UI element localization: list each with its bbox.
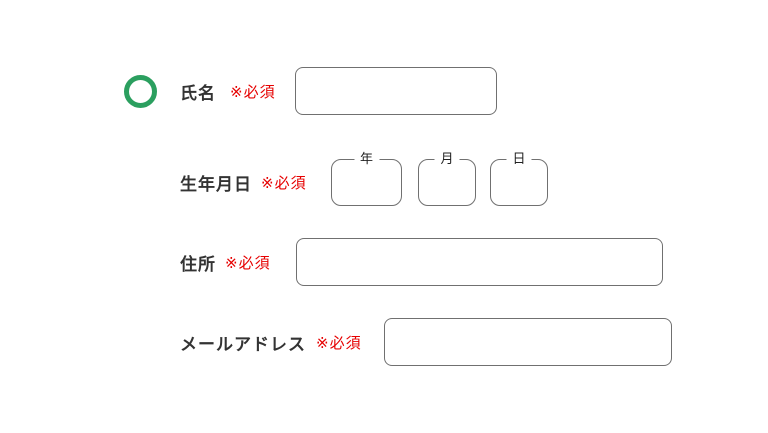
month-field: 月 [418,150,476,206]
address-field-labels: 住所 ※必須 [180,238,271,286]
circle-status-icon [124,75,157,108]
day-input[interactable] [491,160,547,205]
month-input[interactable] [419,160,475,205]
name-required-badge: ※必須 [230,83,276,101]
year-field: 年 [331,150,402,206]
day-field: 日 [490,150,548,206]
address-input[interactable] [296,238,663,286]
address-required-badge: ※必須 [225,254,271,272]
name-field-labels: 氏名 ※必須 [180,76,276,106]
birthdate-label: 生年月日 [180,175,252,194]
birthdate-field-labels: 生年月日 ※必須 [180,159,307,206]
email-field-labels: メールアドレス ※必須 [180,318,362,366]
name-label: 氏名 [180,83,216,103]
address-label: 住所 [180,254,216,274]
birthdate-required-badge: ※必須 [261,175,307,192]
name-input[interactable] [295,67,497,115]
email-input[interactable] [384,318,672,366]
email-required-badge: ※必須 [316,334,362,352]
email-label: メールアドレス [180,334,306,354]
year-input[interactable] [332,160,401,205]
